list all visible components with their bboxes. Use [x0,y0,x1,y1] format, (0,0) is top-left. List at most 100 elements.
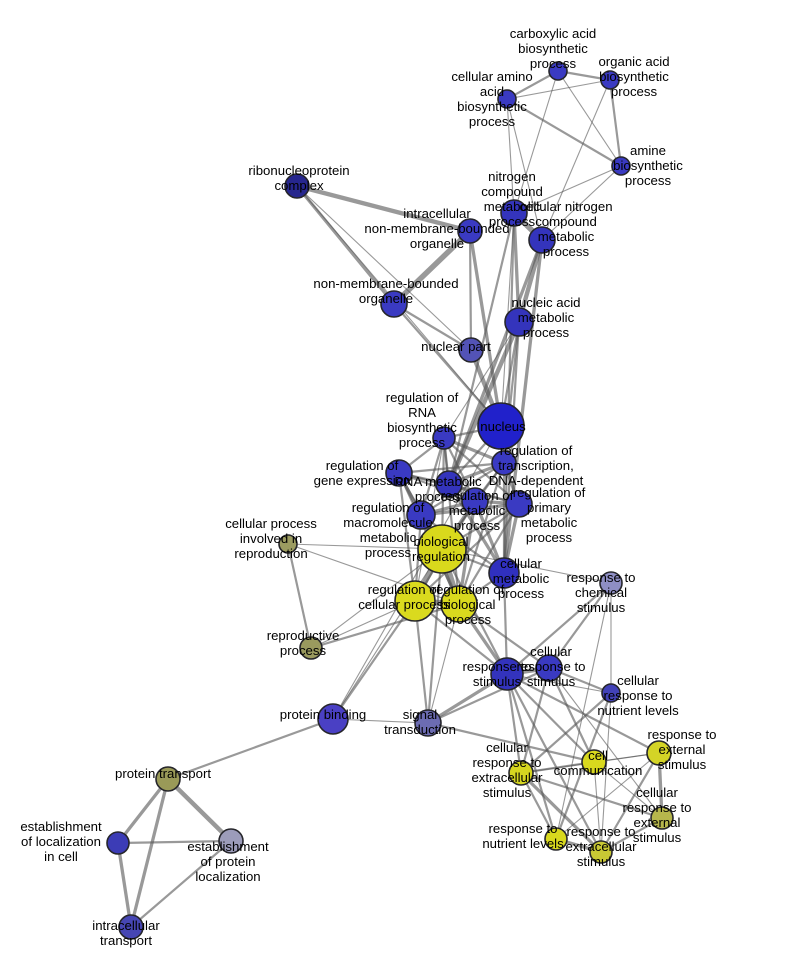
graph-node-ncm[interactable] [500,199,528,227]
graph-edge [506,98,515,214]
node-label: cellular [617,673,659,688]
node-label: transduction [384,722,456,737]
node-label: process [469,114,516,129]
graph-edge [286,542,313,650]
node-label: metabolic [484,199,541,214]
graph-edge [505,672,603,854]
graph-node-sigtrans[interactable] [414,709,442,737]
graph-node-rexs[interactable] [589,840,613,864]
node-label: process [530,56,577,71]
node-label: cellular [500,556,542,571]
node-label: DNA-dependent [489,473,584,488]
graph-node-rexts[interactable] [646,740,672,766]
graph-node-pbind[interactable] [317,703,349,735]
node-label: non-membrane-bounded [364,221,509,236]
graph-node-crexts[interactable] [650,806,674,830]
graph-node-rnam[interactable] [435,470,463,498]
graph-edge [294,183,473,234]
graph-node-oaba[interactable] [600,70,620,90]
node-label: stimulus [577,854,626,869]
graph-node-rnp[interactable] [284,173,310,199]
node-label: nitrogen [488,169,536,184]
node-label: RNA [408,405,436,420]
node-label: stimulus [577,600,626,615]
node-label: response to [517,659,586,674]
graph-edge [506,79,611,100]
graph-node-inmbo[interactable] [457,218,483,244]
node-label: cellular [636,785,678,800]
graph-node-elic[interactable] [106,831,130,855]
graph-node-crnl[interactable] [601,683,621,703]
node-label: transport [100,933,152,948]
node-label: regulation of [352,500,425,515]
node-label: nutrient levels [482,836,564,851]
graph-node-rchem[interactable] [599,571,623,595]
node-label: intracellular [403,206,471,221]
graph-edge [426,547,444,725]
graph-edge [541,165,622,241]
graph-node-ptrans[interactable] [155,766,181,792]
graph-node-rge[interactable] [385,459,413,487]
graph-node-bioreg[interactable] [417,524,467,574]
node-label: process [523,325,570,340]
graph-node-crstim[interactable] [535,654,563,682]
node-label: metabolic [493,571,550,586]
graph-node-rcp[interactable] [394,580,436,622]
node-label: external [659,742,706,757]
node-label: biosynthetic [387,420,457,435]
node-label: reproduction [234,546,307,561]
graph-node-caaba[interactable] [497,89,517,109]
graph-node-rpm[interactable] [505,490,533,518]
graph-node-rtd[interactable] [491,450,517,476]
graph-edge [129,839,233,929]
graph-node-nmbo[interactable] [380,290,408,318]
node-label: process [489,214,536,229]
graph-node-crexs[interactable] [508,760,534,786]
node-label: organelle [410,236,464,251]
node-label: regulation of [432,582,505,597]
node-label: cell [588,748,608,763]
graph-node-cpir[interactable] [278,534,298,554]
node-label: complex [274,178,324,193]
graph-node-rbp[interactable] [440,585,478,623]
graph-node-caba[interactable] [548,61,568,81]
node-label: metabolic [518,310,575,325]
graph-node-itrans[interactable] [118,914,144,940]
graph-node-repro[interactable] [299,636,323,660]
graph-node-rrb[interactable] [432,426,456,450]
node-label: biological [441,597,496,612]
graph-edge [426,666,551,725]
node-label: nucleic acid [512,295,581,310]
node-label: metabolic [449,503,506,518]
graph-edge [547,581,613,670]
node-label: process [399,435,446,450]
node-label: compound [535,214,597,229]
node-label: organelle [359,291,413,306]
graph-node-rmm[interactable] [406,500,436,530]
graph-node-amba[interactable] [611,156,631,176]
graph-edge [332,548,443,720]
graph-node-rstim[interactable] [490,657,524,691]
graph-node-epl[interactable] [218,828,244,854]
node-label: of protein [201,854,256,869]
node-label: involved in [240,531,302,546]
graph-node-rmp[interactable] [461,487,489,515]
graph-node-cncm[interactable] [528,226,556,254]
node-label: process [280,643,327,658]
graph-node-nucleus[interactable] [477,402,525,450]
node-label: process [543,244,590,259]
graph-edge [593,761,663,819]
node-label: non-membrane-bounded [313,276,458,291]
graph-edge [296,185,472,351]
graph-node-rnl[interactable] [544,827,568,851]
graph-node-cmp[interactable] [488,557,520,589]
graph-edge [608,78,623,168]
node-label: extracellular [471,770,543,785]
node-label: metabolic [521,515,578,530]
graph-node-nam[interactable] [504,307,534,337]
graph-node-ccomm[interactable] [581,749,607,775]
node-label: regulation of [368,582,441,597]
graph-node-npart[interactable] [458,337,484,363]
graph-edge [548,667,663,819]
